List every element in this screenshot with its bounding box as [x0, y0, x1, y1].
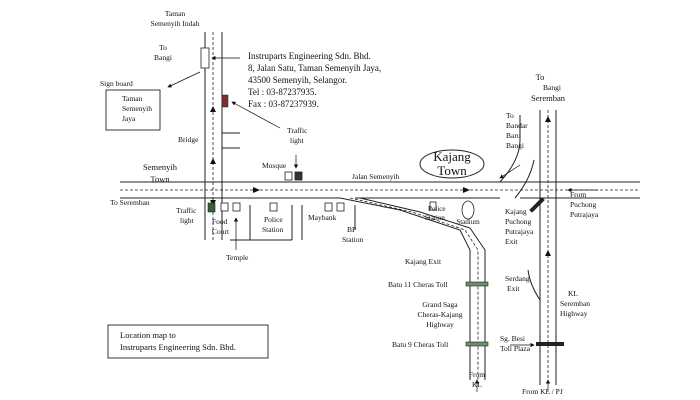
label-to-seremban: To Seremban [110, 198, 150, 207]
svg-text:Station: Station [262, 225, 284, 234]
kajang-town-marker [419, 149, 485, 179]
svg-text:Highway: Highway [426, 320, 454, 329]
svg-text:Toll Plaza: Toll Plaza [500, 344, 531, 353]
svg-text:Town: Town [150, 174, 170, 184]
svg-text:Exit: Exit [507, 284, 520, 293]
legend-box [107, 324, 269, 359]
svg-text:light: light [180, 216, 195, 225]
svg-text:light: light [290, 136, 305, 145]
svg-text:Highway: Highway [560, 309, 588, 318]
svg-text:Station: Station [342, 235, 364, 244]
company-address-1: 8, Jalan Satu, Taman Semenyih Jaya, [248, 63, 381, 73]
label-batu11: Batu 11 Cheras Toll [388, 280, 448, 289]
label-to-bangi: To [159, 43, 167, 52]
svg-text:Bangi: Bangi [154, 53, 172, 62]
label-taman-semenyih-indah: Taman [165, 9, 186, 18]
label-batu9: Batu 9 Cheras Toll [392, 340, 448, 349]
svg-text:Cheras-Kajang: Cheras-Kajang [418, 310, 463, 319]
kajang-town-label: Kajang [433, 149, 471, 164]
svg-text:Station: Station [425, 214, 445, 222]
svg-text:Putrajaya: Putrajaya [505, 227, 534, 236]
label-stadium: Stadium [456, 218, 480, 226]
label-traffic-light-top: Traffic [287, 126, 308, 135]
label-traffic-light-left: Traffic [176, 206, 197, 215]
svg-text:Puchong: Puchong [505, 217, 532, 226]
label-sg-besi-toll: Sg. Besi [500, 334, 525, 343]
label-to-bandar-baru-bangi: To [506, 111, 514, 120]
svg-text:KL: KL [472, 380, 482, 389]
buildings [200, 47, 437, 213]
svg-text:Bangi: Bangi [543, 83, 561, 92]
legend-line-2: Instruparts Engineering Sdn. Bhd. [120, 342, 236, 352]
stadium-marker [461, 200, 475, 220]
label-semenyih-town: Semenyih [143, 162, 178, 172]
label-kl-seremban-highway: KL [568, 289, 578, 298]
svg-text:Seremban: Seremban [531, 93, 566, 103]
sign-board-box [105, 89, 161, 131]
company-tel: Tel : 03-87237935. [248, 87, 317, 97]
label-from-kl-pj: From KL / PJ [522, 387, 563, 396]
label-sign-board: Sign board [100, 79, 133, 88]
company-name: Instruparts Engineering Sdn. Bhd. [248, 51, 371, 61]
label-bp-station: BP [347, 225, 356, 234]
legend-line-1: Location map to [120, 330, 176, 340]
label-temple: Temple [226, 253, 249, 262]
side-streets [230, 205, 356, 241]
sign-text-1: Taman [122, 94, 143, 103]
callout-arrows [167, 55, 598, 392]
svg-text:Putrajaya: Putrajaya [570, 210, 599, 219]
svg-text:Town: Town [437, 163, 467, 178]
company-fax: Fax : 03-87237939. [248, 99, 319, 109]
label-jalan-semenyih: Jalan Semenyih [352, 172, 400, 181]
svg-text:Exit: Exit [505, 237, 518, 246]
jalan-semenyih-road [120, 181, 640, 199]
svg-text:Seremban: Seremban [560, 299, 590, 308]
label-to-bangi-seremban: To [536, 72, 545, 82]
label-food-court: Food [212, 217, 228, 226]
svg-text:Puchong: Puchong [570, 200, 597, 209]
svg-text:Baru: Baru [506, 131, 521, 140]
label-kajang-exit: Kajang Exit [405, 257, 442, 266]
grand-saga-highway [339, 197, 489, 380]
label-serdang-exit: Serdang [505, 274, 530, 283]
label-police-station-left: Police [264, 215, 283, 224]
sign-text-3: Jaya [122, 114, 136, 123]
company-address-2: 43500 Semenyih, Selangor. [248, 75, 347, 85]
svg-text:Bandar: Bandar [506, 121, 528, 130]
label-from-kl: From [469, 370, 485, 379]
label-police-station-right: Police [428, 205, 446, 213]
label-kajang-puchong-exit: Kajang [505, 207, 527, 216]
svg-text:Bangi: Bangi [506, 141, 524, 150]
label-bridge: Bridge [178, 135, 199, 144]
svg-text:Semenyih Indah: Semenyih Indah [151, 19, 200, 28]
road-direction-arrows [210, 106, 216, 206]
svg-text:Court: Court [212, 227, 230, 236]
label-maybank: Maybank [308, 213, 337, 222]
label-mosque: Mosque [262, 161, 287, 170]
sign-text-2: Semenyih [122, 104, 152, 113]
label-grand-saga: Grand Saga [422, 300, 458, 309]
label-from-puchong: From [570, 190, 586, 199]
